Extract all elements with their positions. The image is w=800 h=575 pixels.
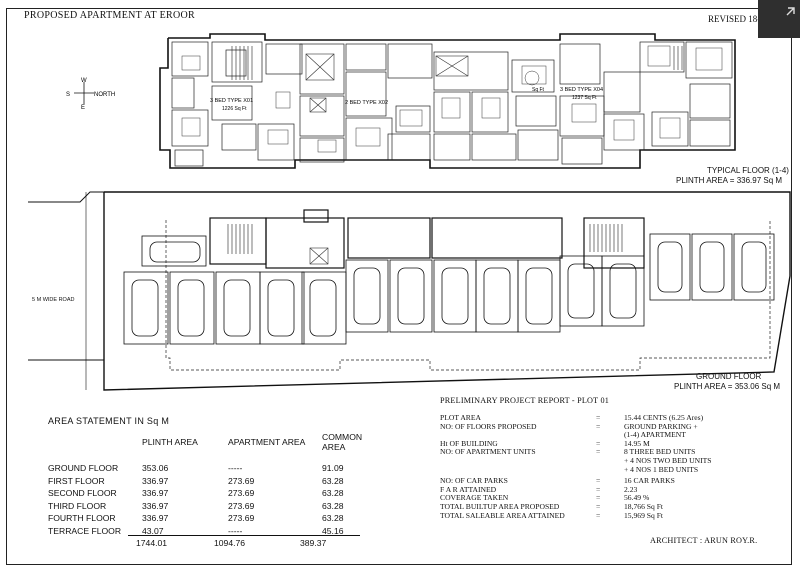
total-common-area: 389.37 bbox=[300, 538, 327, 548]
typical-floor-plinth: PLINTH AREA = 336.97 Sq M bbox=[676, 176, 783, 185]
resize-corner-icon[interactable] bbox=[758, 0, 800, 38]
report-row: + 4 NOS 1 BED UNITS bbox=[624, 464, 699, 474]
header-cell: PLINTH AREA bbox=[142, 437, 198, 447]
furniture bbox=[181, 45, 723, 153]
parking-bays bbox=[123, 233, 775, 345]
table-row: FIRST FLOOR 336.97 273.69 63.28 bbox=[48, 475, 344, 486]
lift-shafts bbox=[305, 53, 469, 113]
architect-credit: ARCHITECT : ARUN ROY.R. bbox=[650, 536, 758, 545]
unit-area-x03: Sq Ft bbox=[532, 87, 545, 93]
report-row: TOTAL BUILTUP AREA PROPOSED=18,766 Sq Ft bbox=[440, 501, 664, 511]
total-plinth-area: 1744.01 bbox=[136, 538, 168, 548]
total-apartment-area: 1094.76 bbox=[214, 538, 246, 548]
sheet-border bbox=[6, 8, 792, 565]
drawing-title: PROPOSED APARTMENT AT EROOR bbox=[24, 10, 195, 21]
report-row: COVERAGE TAKEN=56.49 % bbox=[440, 493, 650, 503]
svg-text:S: S bbox=[66, 92, 70, 98]
typical-floor-caption: TYPICAL FLOOR (1-4) bbox=[707, 166, 789, 175]
typical-floor-rooms bbox=[171, 41, 733, 167]
table-row: GROUND FLOOR 353.06 ----- 91.09 bbox=[48, 463, 344, 474]
svg-text:E: E bbox=[81, 105, 85, 110]
unit-label-x02: 2 BED TYPE X02 bbox=[345, 100, 388, 106]
table-row: TERRACE FLOOR 43.07 ----- 45.16 bbox=[48, 525, 344, 536]
report-row: (1-4) APARTMENT bbox=[624, 430, 686, 440]
staircases bbox=[231, 46, 683, 80]
report-row: F A R ATTAINED=2.23 bbox=[440, 484, 638, 494]
ground-floor-plan bbox=[28, 191, 791, 391]
unit-label-x01: 3 BED TYPE X01 bbox=[210, 98, 253, 104]
report-row: NO: OF FLOORS PROPOSED=GROUND PARKING + bbox=[440, 421, 698, 431]
report-row: NO: OF CAR PARKS=16 CAR PARKS bbox=[440, 476, 675, 486]
unit-label-x04: 3 BED TYPE X04 bbox=[560, 87, 603, 93]
area-statement-title: AREA STATEMENT IN Sq M bbox=[48, 416, 170, 426]
report-row: Ht OF BUILDING=14.95 M bbox=[440, 438, 650, 448]
road-label: 5 M WIDE ROAD bbox=[32, 297, 75, 303]
typical-floor-plan: 3 BED TYPE X01 1226 Sq Ft 2 BED TYPE X02… bbox=[159, 33, 736, 169]
ground-floor-caption: GROUND FLOOR bbox=[696, 372, 762, 381]
project-report: PLOT AREA=15.44 CENTS (6.25 Ares) NO: OF… bbox=[440, 413, 744, 520]
ground-floor-plinth: PLINTH AREA = 353.06 Sq M bbox=[674, 382, 781, 391]
report-row: TOTAL SALEABLE AREA ATTAINED=15,969 Sq F… bbox=[440, 510, 664, 520]
unit-area-x01: 1226 Sq Ft bbox=[222, 106, 247, 112]
core-blocks bbox=[209, 209, 645, 269]
unit-area-x04: 1237 Sq Ft bbox=[572, 95, 597, 101]
table-header-row: PLINTH AREA APARTMENT AREA COMMON AREA bbox=[44, 430, 386, 454]
report-row: NO: OF APARTMENT UNITS=8 THREE BED UNITS bbox=[440, 447, 696, 457]
compass-icon: W E S NORTH bbox=[66, 78, 115, 110]
report-row: + 4 NOS TWO BED UNITS bbox=[624, 455, 712, 465]
ground-stairs bbox=[227, 224, 623, 254]
header-cell bbox=[44, 430, 138, 454]
totals-divider bbox=[128, 535, 360, 536]
header-cell: COMMON AREA bbox=[322, 432, 363, 452]
revision-note: REVISED 18-08-2019 bbox=[708, 14, 791, 24]
area-statement-table: PLINTH AREA APARTMENT AREA COMMON AREA G… bbox=[44, 430, 386, 537]
table-row: FOURTH FLOOR 336.97 273.69 63.28 bbox=[48, 513, 344, 524]
report-row: PLOT AREA=15.44 CENTS (6.25 Ares) bbox=[440, 413, 704, 422]
header-cell: APARTMENT AREA bbox=[228, 437, 306, 447]
table-row: THIRD FLOOR 336.97 273.69 63.28 bbox=[48, 500, 344, 511]
svg-text:NORTH: NORTH bbox=[94, 92, 115, 98]
table-row: SECOND FLOOR 336.97 273.69 63.28 bbox=[48, 488, 344, 499]
plot-boundary bbox=[103, 191, 791, 391]
report-title: PRELIMINARY PROJECT REPORT - PLOT 01 bbox=[440, 396, 610, 405]
svg-text:W: W bbox=[81, 78, 87, 84]
